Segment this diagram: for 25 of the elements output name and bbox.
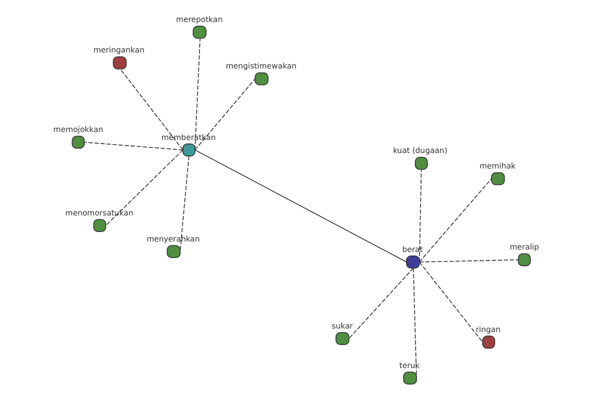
connector xyxy=(194,78,256,150)
connector xyxy=(348,268,414,339)
node-label: menomorsatukan xyxy=(65,208,134,218)
node-label: merepotkan xyxy=(176,15,223,24)
node-label: mengistimewakan xyxy=(226,62,297,71)
node-label: teruk xyxy=(399,360,420,370)
connector xyxy=(419,262,484,343)
node-label: kuat (dugaan) xyxy=(392,146,448,156)
connector xyxy=(180,156,190,252)
node-label: menyerahkan xyxy=(146,234,200,244)
connector xyxy=(194,150,407,262)
connector xyxy=(419,259,519,262)
node-label: berat xyxy=(402,244,423,254)
node-label: memihak xyxy=(479,162,516,171)
node-label: meralip xyxy=(510,242,540,252)
connector xyxy=(84,142,184,150)
node-label: sukar xyxy=(332,321,353,330)
connector xyxy=(419,178,492,262)
node-label: memojokkan xyxy=(53,125,104,134)
connector xyxy=(105,150,184,226)
connector xyxy=(419,168,422,262)
node-label: ringan xyxy=(476,324,501,334)
connector xyxy=(194,38,200,150)
node-label: meringankan xyxy=(94,46,145,55)
connector xyxy=(120,68,184,150)
